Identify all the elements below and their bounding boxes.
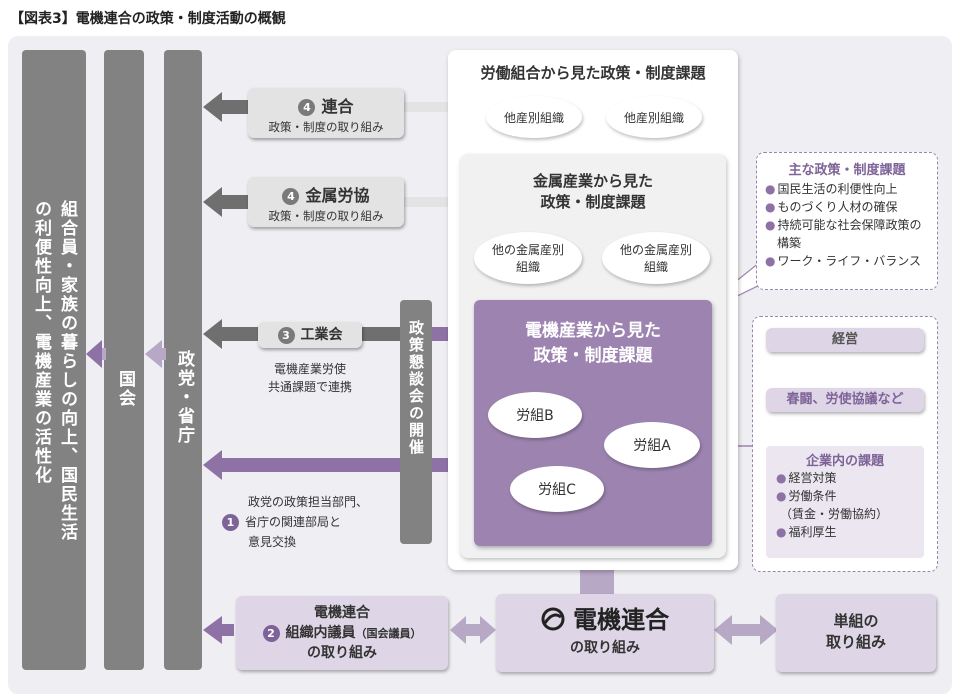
exchange-desc: 政党の政策担当部門、 1 省庁の関連部局と 意見交換 [222, 492, 402, 552]
members-denki-left [450, 616, 466, 644]
exchange-arrow-left [203, 450, 222, 480]
kogyokai-desc: 電機産業労使 共通課題で連携 [248, 360, 372, 396]
denki-rengo-box: 電機連合 の取り組み [496, 594, 714, 672]
other-metal-org-1-line1: 他の金属産別 [491, 243, 564, 257]
outcome-text: 組合員・家族の暮らしの向上、国民生活の利便性向上、電機産業の活性化 [31, 200, 77, 542]
main-issue-2: ものづくり人材の確保 [765, 198, 931, 216]
diet-bar: 国会 [104, 50, 144, 670]
denki-unit-left [714, 615, 732, 645]
exchange-line-3: 意見交換 [248, 535, 297, 549]
union-b: 労組B [488, 392, 582, 438]
denki-issues-box: 電機産業から見た 政策・制度課題 [474, 300, 712, 546]
kogyokai-arrow-right-shaft [362, 327, 400, 341]
figure-title: 【図表3】電機連合の政策・制度活動の概観 [10, 11, 286, 27]
exchange-line-2: 省庁の関連部局と [245, 515, 342, 529]
rengo-box: 4 連合 政策・制度の取り組み [248, 88, 404, 138]
members-line-3: の取り組み [307, 645, 377, 661]
company-issue-3: 福利厚生 [776, 523, 924, 541]
rengo-name: 連合 [321, 97, 354, 116]
members-line-2a: 組織内議員 [285, 625, 356, 641]
rengo-connector [404, 102, 452, 112]
kinzoku-box: 4 金属労協 政策・制度の取り組み [248, 177, 404, 227]
kogyokai-desc-1: 電機産業労使 [273, 362, 346, 376]
other-union-org-2: 他産別組織 [606, 96, 702, 138]
other-metal-org-2-line1: 他の金属産別 [619, 243, 692, 257]
company-issue-2-detail: （賃金・労働協約） [780, 507, 889, 521]
unit-line-2: 取り組み [825, 633, 886, 651]
kinzoku-name: 金属労協 [305, 186, 370, 205]
kogyokai-arrow-left-head [203, 319, 222, 349]
rengo-arrow-shaft [220, 100, 250, 114]
kinzoku-arrow-head [203, 187, 222, 217]
ministry-diet-head [145, 340, 162, 368]
kinzoku-number: 4 [282, 188, 300, 205]
kinzoku-connector [404, 197, 462, 207]
diet-outcome-head [86, 340, 102, 368]
main-issues-box: 主な政策・制度課題 国民生活の利便性向上 ものづくり人材の確保 持続可能な社会保… [756, 152, 938, 290]
members-number: 2 [262, 624, 280, 642]
kinzoku-sub: 政策・制度の取り組み [268, 209, 384, 223]
members-denki-right [480, 616, 496, 644]
union-a: 労組A [604, 422, 700, 468]
other-metal-org-2: 他の金属産別 組織 [602, 232, 710, 284]
kogyokai-desc-2: 共通課題で連携 [267, 380, 352, 394]
denki-unit-right [760, 615, 778, 645]
management-box: 経営 [766, 328, 924, 352]
members-denki-shaft [462, 624, 482, 636]
negotiation-box: 春闘、労使協議など [766, 388, 924, 412]
other-metal-org-1: 他の金属産別 組織 [474, 232, 582, 284]
rengo-arrow-head [203, 92, 222, 122]
metal-issues-title-2: 政策・制度課題 [540, 193, 646, 211]
kogyokai-box: 3 工業会 [258, 322, 362, 348]
main-issue-3: 持続可能な社会保障政策の構築 [765, 216, 931, 252]
main-issue-4: ワーク・ライフ・バランス [765, 252, 931, 270]
council-bar: 政策懇談会の開催 [400, 300, 432, 544]
outcome-bar: 組合員・家族の暮らしの向上、国民生活の利便性向上、電機産業の活性化 [22, 50, 86, 670]
union-c: 労組C [510, 466, 604, 512]
kinzoku-arrow-shaft [220, 195, 250, 209]
exchange-line-1: 政党の政策担当部門、 [248, 495, 369, 509]
denki-logo-text: 電機連合 [573, 606, 670, 634]
rengo-sub: 政策・制度の取り組み [268, 120, 384, 134]
members-line-1: 電機連合 [314, 605, 370, 621]
kogyokai-number: 3 [277, 326, 295, 344]
rengo-number: 4 [298, 99, 316, 116]
denki-sub: の取り組み [570, 640, 640, 656]
ministries-bar: 政党・省庁 [164, 50, 202, 670]
unit-union-box: 単組の 取り組み [776, 594, 936, 672]
company-issue-2: 労働条件 [776, 487, 924, 505]
company-issue-1: 経営対策 [776, 469, 924, 487]
diet-label: 国会 [115, 370, 135, 408]
unit-line-1: 単組の [833, 612, 879, 630]
other-metal-org-1-line2: 組織 [515, 260, 540, 274]
other-union-org-1: 他産別組織 [486, 96, 582, 138]
company-issues-panel: 企業内の課題 経営対策 労働条件 （賃金・労働協約） 福利厚生 [766, 446, 924, 558]
denki-unit-shaft [730, 624, 760, 636]
ministry-diet-shaft [160, 348, 166, 360]
members-line-2b: （国会議員） [355, 627, 422, 640]
main-issues-title: 主な政策・制度課題 [788, 163, 906, 178]
members-box: 電機連合 2 組織内議員（国会議員） の取り組み [236, 596, 448, 670]
diet-outcome-shaft [100, 348, 106, 360]
metal-issues-title-1: 金属産業から見た [532, 172, 653, 190]
members-arrow-head [203, 616, 222, 644]
kogyokai-arrow-left-shaft [220, 327, 260, 341]
company-issues-title: 企業内の課題 [805, 454, 884, 469]
exchange-number: 1 [222, 514, 239, 531]
denki-issues-title-1: 電機産業から見た [525, 321, 661, 341]
members-arrow-shaft [220, 624, 234, 636]
main-issue-1: 国民生活の利便性向上 [765, 180, 931, 198]
other-metal-org-2-line2: 組織 [643, 260, 668, 274]
kogyokai-name: 工業会 [300, 327, 343, 343]
denki-logo-icon [541, 607, 565, 631]
ministries-label: 政党・省庁 [174, 350, 194, 445]
denki-issues-title-2: 政策・制度課題 [533, 346, 653, 366]
council-label: 政策懇談会の開催 [407, 320, 425, 456]
labor-issues-title: 労働組合から見た政策・制度課題 [480, 64, 706, 82]
